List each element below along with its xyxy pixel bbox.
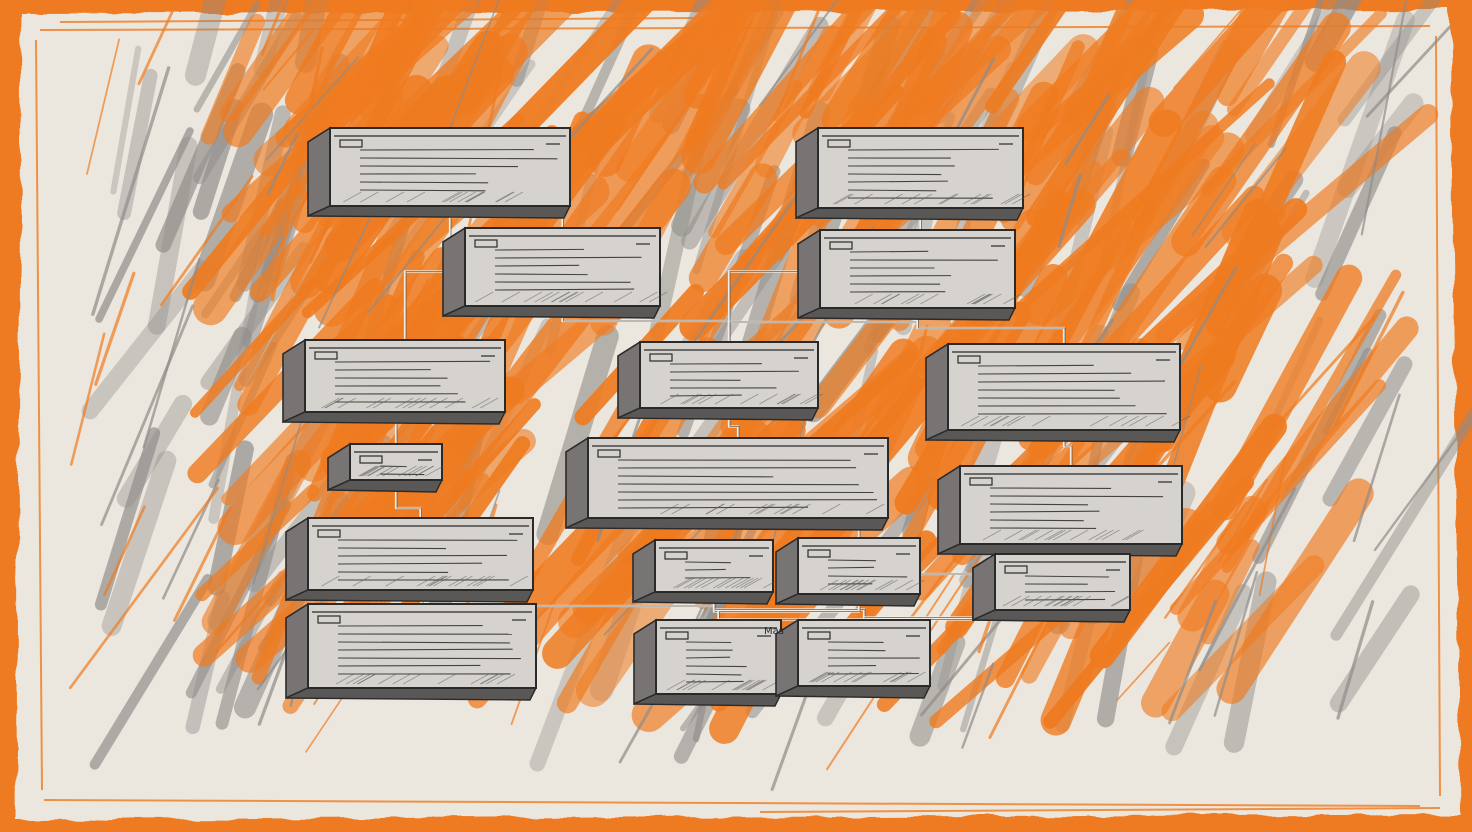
node-n1 xyxy=(307,126,572,219)
node-n13 xyxy=(632,538,782,605)
node-n7 xyxy=(617,340,823,421)
node-n12 xyxy=(285,602,538,701)
node-n11 xyxy=(285,516,535,603)
node-n10 xyxy=(327,442,444,493)
connector-shadow-n1-n3 xyxy=(405,166,452,377)
node-n6 xyxy=(925,342,1191,443)
node-n18 xyxy=(972,552,1132,623)
node-n2 xyxy=(442,226,668,319)
node-n3 xyxy=(282,338,507,425)
node-n9 xyxy=(937,464,1184,557)
node-n16 xyxy=(775,618,932,699)
node-n5 xyxy=(797,228,1022,321)
node-n15 xyxy=(633,618,783,707)
node-label-mas: Mas xyxy=(764,626,784,637)
node-n4 xyxy=(795,126,1031,221)
diagram-nodes xyxy=(282,126,1191,707)
node-n14 xyxy=(775,536,925,607)
node-n8 xyxy=(565,436,890,531)
